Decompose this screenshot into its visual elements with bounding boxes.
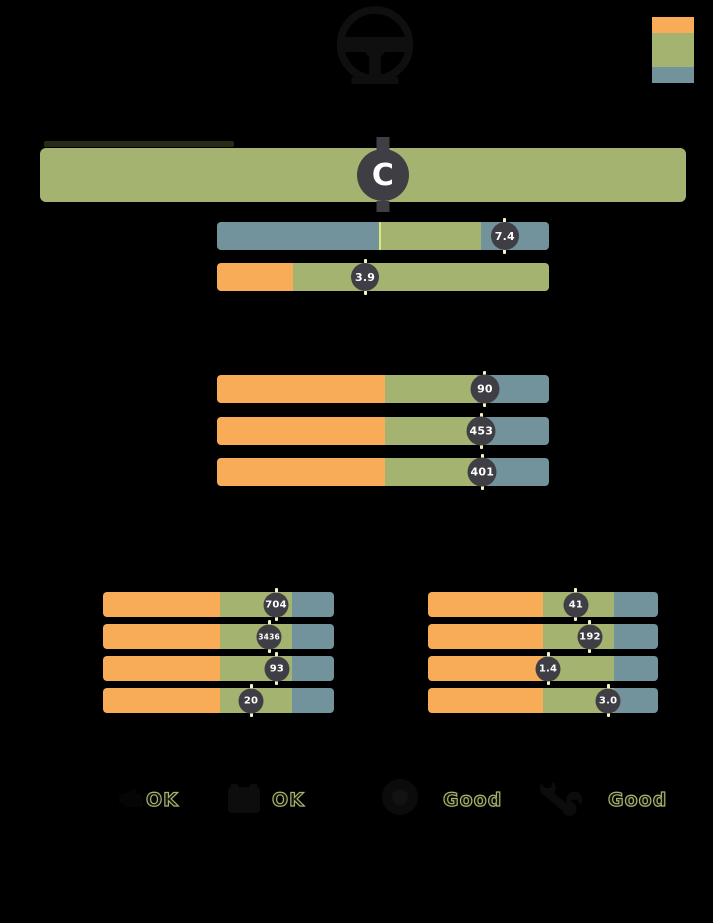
benchmark-tick <box>379 222 381 250</box>
status-label-2: OK <box>271 788 305 811</box>
value-badge-label: 90 <box>477 382 493 396</box>
score-segment-orange <box>103 656 220 681</box>
score-segment-teal <box>291 656 334 681</box>
status-label-1: OK <box>145 788 179 811</box>
grade-marker-tick-bottom <box>376 201 390 212</box>
value-badge-label: 3436 <box>258 632 280 641</box>
score-segment-green <box>384 458 478 486</box>
value-badge: 20 <box>238 688 264 713</box>
score-segment-orange <box>217 458 385 486</box>
engine-icon <box>119 790 143 807</box>
value-badge: 41 <box>563 592 589 617</box>
score-bar-track <box>217 458 549 486</box>
value-badge-label: 20 <box>243 695 259 706</box>
score-bar: 3436 <box>103 620 334 653</box>
score-segment-orange <box>428 656 543 681</box>
status-label-3: Good <box>442 788 503 811</box>
score-segment-green <box>380 222 481 250</box>
score-bar: 90 <box>217 371 549 407</box>
value-badge: 3.9 <box>351 263 380 291</box>
score-bar-track <box>217 263 549 291</box>
score-bar-track <box>428 688 658 713</box>
score-segment-teal <box>217 222 380 250</box>
score-segment-teal <box>614 624 658 649</box>
value-badge: 93 <box>264 656 290 681</box>
score-bar-track <box>103 592 334 617</box>
value-badge-label: 192 <box>579 631 601 642</box>
score-segment-teal <box>291 624 334 649</box>
score-bar-track <box>103 688 334 713</box>
score-segment-teal <box>291 688 334 713</box>
value-badge-label: 41 <box>568 599 584 610</box>
score-bar-track <box>103 656 334 681</box>
score-bar: 20 <box>103 684 334 717</box>
status-label-4: Good <box>607 788 668 811</box>
score-bar: 41 <box>428 588 658 621</box>
score-bar: 192 <box>428 620 658 653</box>
score-bar-track <box>217 416 549 445</box>
score-bar-track <box>428 592 658 617</box>
legend-chip-green <box>652 33 694 67</box>
value-badge: 3.0 <box>595 688 621 713</box>
grade-badge: C <box>357 149 410 201</box>
score-segment-teal <box>614 656 658 681</box>
value-badge: 192 <box>577 624 603 649</box>
value-badge-label: 1.4 <box>538 663 558 674</box>
value-badge-label: 704 <box>265 599 287 610</box>
score-segment-green <box>293 263 549 291</box>
value-badge: 704 <box>263 592 289 617</box>
tire-icon <box>382 779 418 815</box>
score-bar: 93 <box>103 652 334 685</box>
grade-letter: C <box>371 157 395 193</box>
score-bar: 704 <box>103 588 334 621</box>
score-segment-orange <box>103 688 220 713</box>
score-segment-orange <box>217 263 294 291</box>
score-segment-teal <box>614 592 658 617</box>
score-segment-orange <box>217 416 385 445</box>
value-badge-label: 7.4 <box>494 229 515 243</box>
score-legend <box>652 17 694 83</box>
value-badge: 3436 <box>256 624 282 649</box>
wrench-icon <box>539 781 582 816</box>
score-segment-orange <box>428 688 543 713</box>
score-bar: 1.4 <box>428 652 658 685</box>
steering-wheel-icon <box>336 6 414 84</box>
score-bar-track <box>428 656 658 681</box>
score-segment-orange <box>217 375 385 403</box>
value-badge-label: 401 <box>470 465 495 479</box>
legend-chip-orange <box>652 17 694 33</box>
value-badge-label: 453 <box>469 424 494 437</box>
value-badge: 7.4 <box>490 222 519 250</box>
overall-grade-bar: C <box>40 137 686 212</box>
value-badge-label: 3.9 <box>355 270 376 284</box>
score-segment-orange <box>103 592 220 617</box>
value-badge-label: 3.0 <box>598 695 618 706</box>
value-badge-label: 93 <box>269 663 285 674</box>
score-segment-teal <box>291 592 334 617</box>
score-bar: 453 <box>217 412 549 449</box>
score-bar: 7.4 <box>217 218 549 254</box>
value-badge: 90 <box>470 374 500 404</box>
score-segment-green <box>384 375 478 403</box>
score-bar-track <box>103 624 334 649</box>
legend-chip-teal <box>652 67 694 83</box>
score-bar-track <box>428 624 658 649</box>
score-bar: 3.9 <box>217 259 549 295</box>
value-badge: 1.4 <box>535 656 561 681</box>
overall-bar-caption <box>44 141 234 147</box>
score-segment-teal <box>614 688 658 713</box>
grade-marker-tick-top <box>376 137 390 150</box>
score-segment-orange <box>428 624 543 649</box>
value-badge: 401 <box>467 457 497 487</box>
score-bar: 401 <box>217 454 549 490</box>
score-segment-orange <box>103 624 220 649</box>
battery-icon <box>228 784 260 813</box>
value-badge: 453 <box>466 416 496 445</box>
score-segment-green <box>384 416 478 445</box>
score-segment-orange <box>428 592 543 617</box>
score-bar: 3.0 <box>428 684 658 717</box>
